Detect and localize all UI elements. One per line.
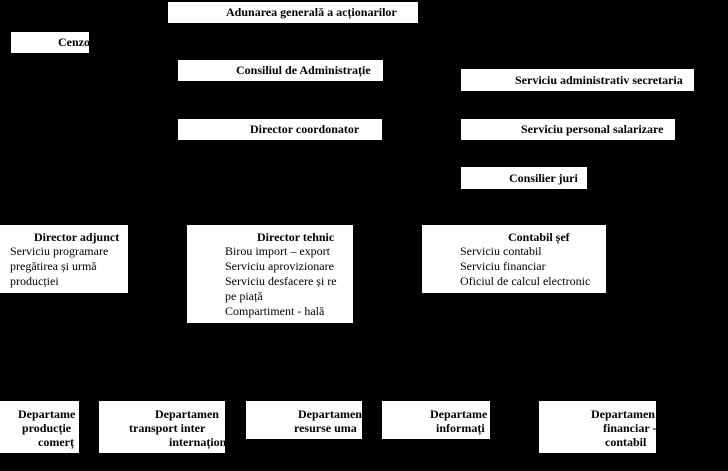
agm-label: Adunarea generală a acționarilor (226, 5, 397, 19)
director-tehnic-line: Birou import – export (225, 244, 330, 258)
serviciu-personal-label: Serviciu personal salarizare (521, 122, 664, 136)
departament-informatica-box: Departame informați (382, 401, 490, 439)
board-label: Consiliul de Administrație (236, 63, 371, 77)
departament-line: producție (22, 421, 72, 435)
departament-line: financiar - (603, 421, 656, 435)
cenzori-box: Cenzo (11, 32, 89, 53)
agm-box: Adunarea generală a acționarilor (168, 2, 418, 23)
departament-line: internaționa (169, 435, 225, 449)
departament-productie-box: Departame producție comerț (0, 401, 79, 453)
director-adjunct-title: Director adjunct (34, 230, 120, 244)
director-tehnic-line: pe piață (225, 289, 263, 303)
contabil-sef-title: Contabil șef (508, 230, 570, 244)
departament-line: Departamen (298, 407, 362, 421)
departament-line: comerț (38, 435, 74, 449)
board-box: Consiliul de Administrație (178, 60, 383, 81)
director-tehnic-line: Compartiment - hală (225, 304, 325, 318)
cenzori-label: Cenzo (58, 35, 89, 49)
contabil-sef-line: Oficiul de calcul electronic (460, 274, 591, 288)
departament-financiar-box: Departamen financiar - contabil (539, 401, 656, 453)
director-adjunct-line: Serviciu programare (10, 244, 109, 258)
departament-line: transport inter (129, 421, 206, 435)
departament-line: Departame (430, 407, 488, 421)
director-tehnic-title: Director tehnic (257, 230, 335, 244)
departament-line: Departame (18, 407, 76, 421)
contabil-sef-line: Serviciu contabil (460, 244, 542, 258)
serviciu-personal-box: Serviciu personal salarizare (461, 119, 675, 140)
departament-line: Departamen (155, 407, 219, 421)
contabil-sef-box: Contabil șef Serviciu contabil Serviciu … (422, 225, 606, 293)
consilier-juridic-label: Consilier juri (509, 171, 578, 185)
serviciu-administrativ-label: Serviciu administrativ secretaria (515, 73, 683, 87)
departament-resurse-umane-box: Departamen resurse uma (246, 401, 362, 439)
director-adjunct-line: pregătirea și urmă (10, 259, 97, 273)
director-adjunct-line: producției (10, 274, 59, 288)
departament-transport-box: Departamen transport inter internaționa (99, 401, 225, 453)
director-tehnic-line: Serviciu desfacere și re (225, 274, 337, 288)
departament-line: informați (436, 421, 485, 435)
director-adjunct-box: Director adjunct Serviciu programare pre… (0, 225, 128, 293)
director-coordonator-box: Director coordonator (178, 119, 382, 140)
director-tehnic-line: Serviciu aprovizionare (225, 259, 334, 273)
departament-line: resurse uma (294, 421, 357, 435)
director-coordonator-label: Director coordonator (250, 122, 360, 136)
director-tehnic-box: Director tehnic Birou import – export Se… (187, 225, 353, 323)
contabil-sef-line: Serviciu financiar (460, 259, 546, 273)
departament-line: contabil (605, 435, 647, 449)
consilier-juridic-box: Consilier juri (461, 167, 587, 189)
serviciu-administrativ-box: Serviciu administrativ secretaria (461, 69, 694, 91)
departament-line: Departamen (591, 407, 655, 421)
